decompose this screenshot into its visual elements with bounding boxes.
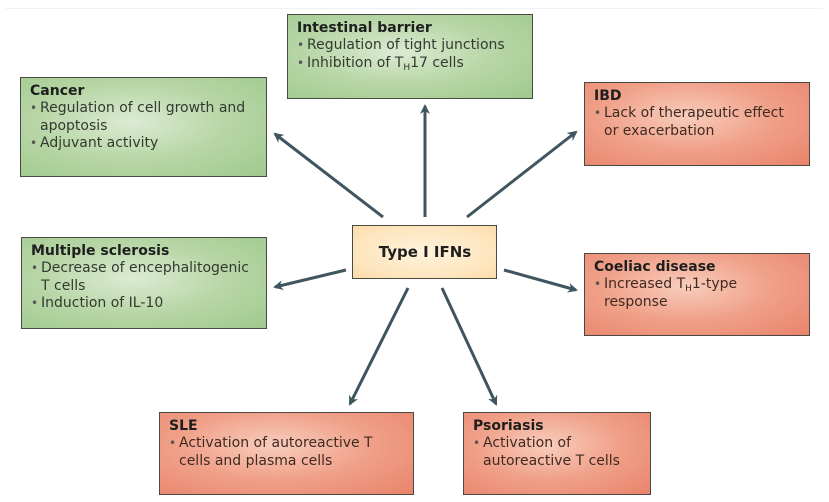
arrow-to-cancer (273, 132, 384, 219)
node-item: Activation of autoreactive T cells (473, 435, 642, 470)
node-sle: SLE Activation of autoreactive T cells a… (159, 412, 414, 495)
node-item: Activation of autoreactive T cells and p… (169, 435, 405, 470)
node-coeliac-disease: Coeliac disease Increased TH1-type respo… (584, 253, 810, 336)
node-item: Adjuvant activity (30, 135, 258, 153)
node-title: Psoriasis (473, 418, 544, 434)
item-text: 1-type response (604, 276, 738, 310)
arrow-to-psoriasis (440, 287, 498, 406)
node-title: SLE (169, 418, 198, 434)
node-title: IBD (594, 88, 622, 104)
node-title: Multiple sclerosis (31, 243, 170, 259)
arrow-to-sle (348, 287, 410, 406)
node-item: Regulation of cell growth and apoptosis (30, 100, 258, 135)
arrow-to-multiple-sclerosis (273, 268, 347, 290)
node-ibd: IBD Lack of therapeutic effect or exacer… (584, 82, 810, 166)
node-multiple-sclerosis: Multiple sclerosis Decrease of encephali… (21, 237, 267, 329)
center-label: Type I IFNs (378, 243, 472, 261)
node-item: Lack of therapeutic effect or exacerbati… (594, 105, 801, 140)
node-psoriasis: Psoriasis Activation of autoreactive T c… (463, 412, 651, 495)
arrow-to-coeliac-disease (503, 268, 578, 293)
node-item: Decrease of encephalitogenic T cells (31, 260, 258, 295)
item-text: Inhibition of T (307, 54, 404, 71)
node-title: Cancer (30, 83, 85, 99)
node-intestinal-barrier: Intestinal barrier Regulation of tight j… (287, 14, 533, 99)
top-rule (6, 8, 823, 9)
node-item: Regulation of tight junctions (297, 37, 524, 55)
subscript: H (403, 62, 411, 73)
arrow-to-ibd (466, 130, 578, 219)
node-title: Coeliac disease (594, 259, 716, 275)
item-text: Increased T (604, 276, 686, 292)
item-text: 17 cells (410, 54, 464, 71)
node-item: Increased TH1-type response (594, 276, 801, 311)
subscript: H (685, 284, 692, 294)
center-node-type-i-ifns: Type I IFNs (352, 225, 497, 279)
node-item: Induction of IL-10 (31, 295, 258, 313)
node-item: Inhibition of TH17 cells (297, 55, 524, 73)
node-title: Intestinal barrier (297, 20, 432, 36)
node-cancer: Cancer Regulation of cell growth and apo… (20, 77, 267, 177)
